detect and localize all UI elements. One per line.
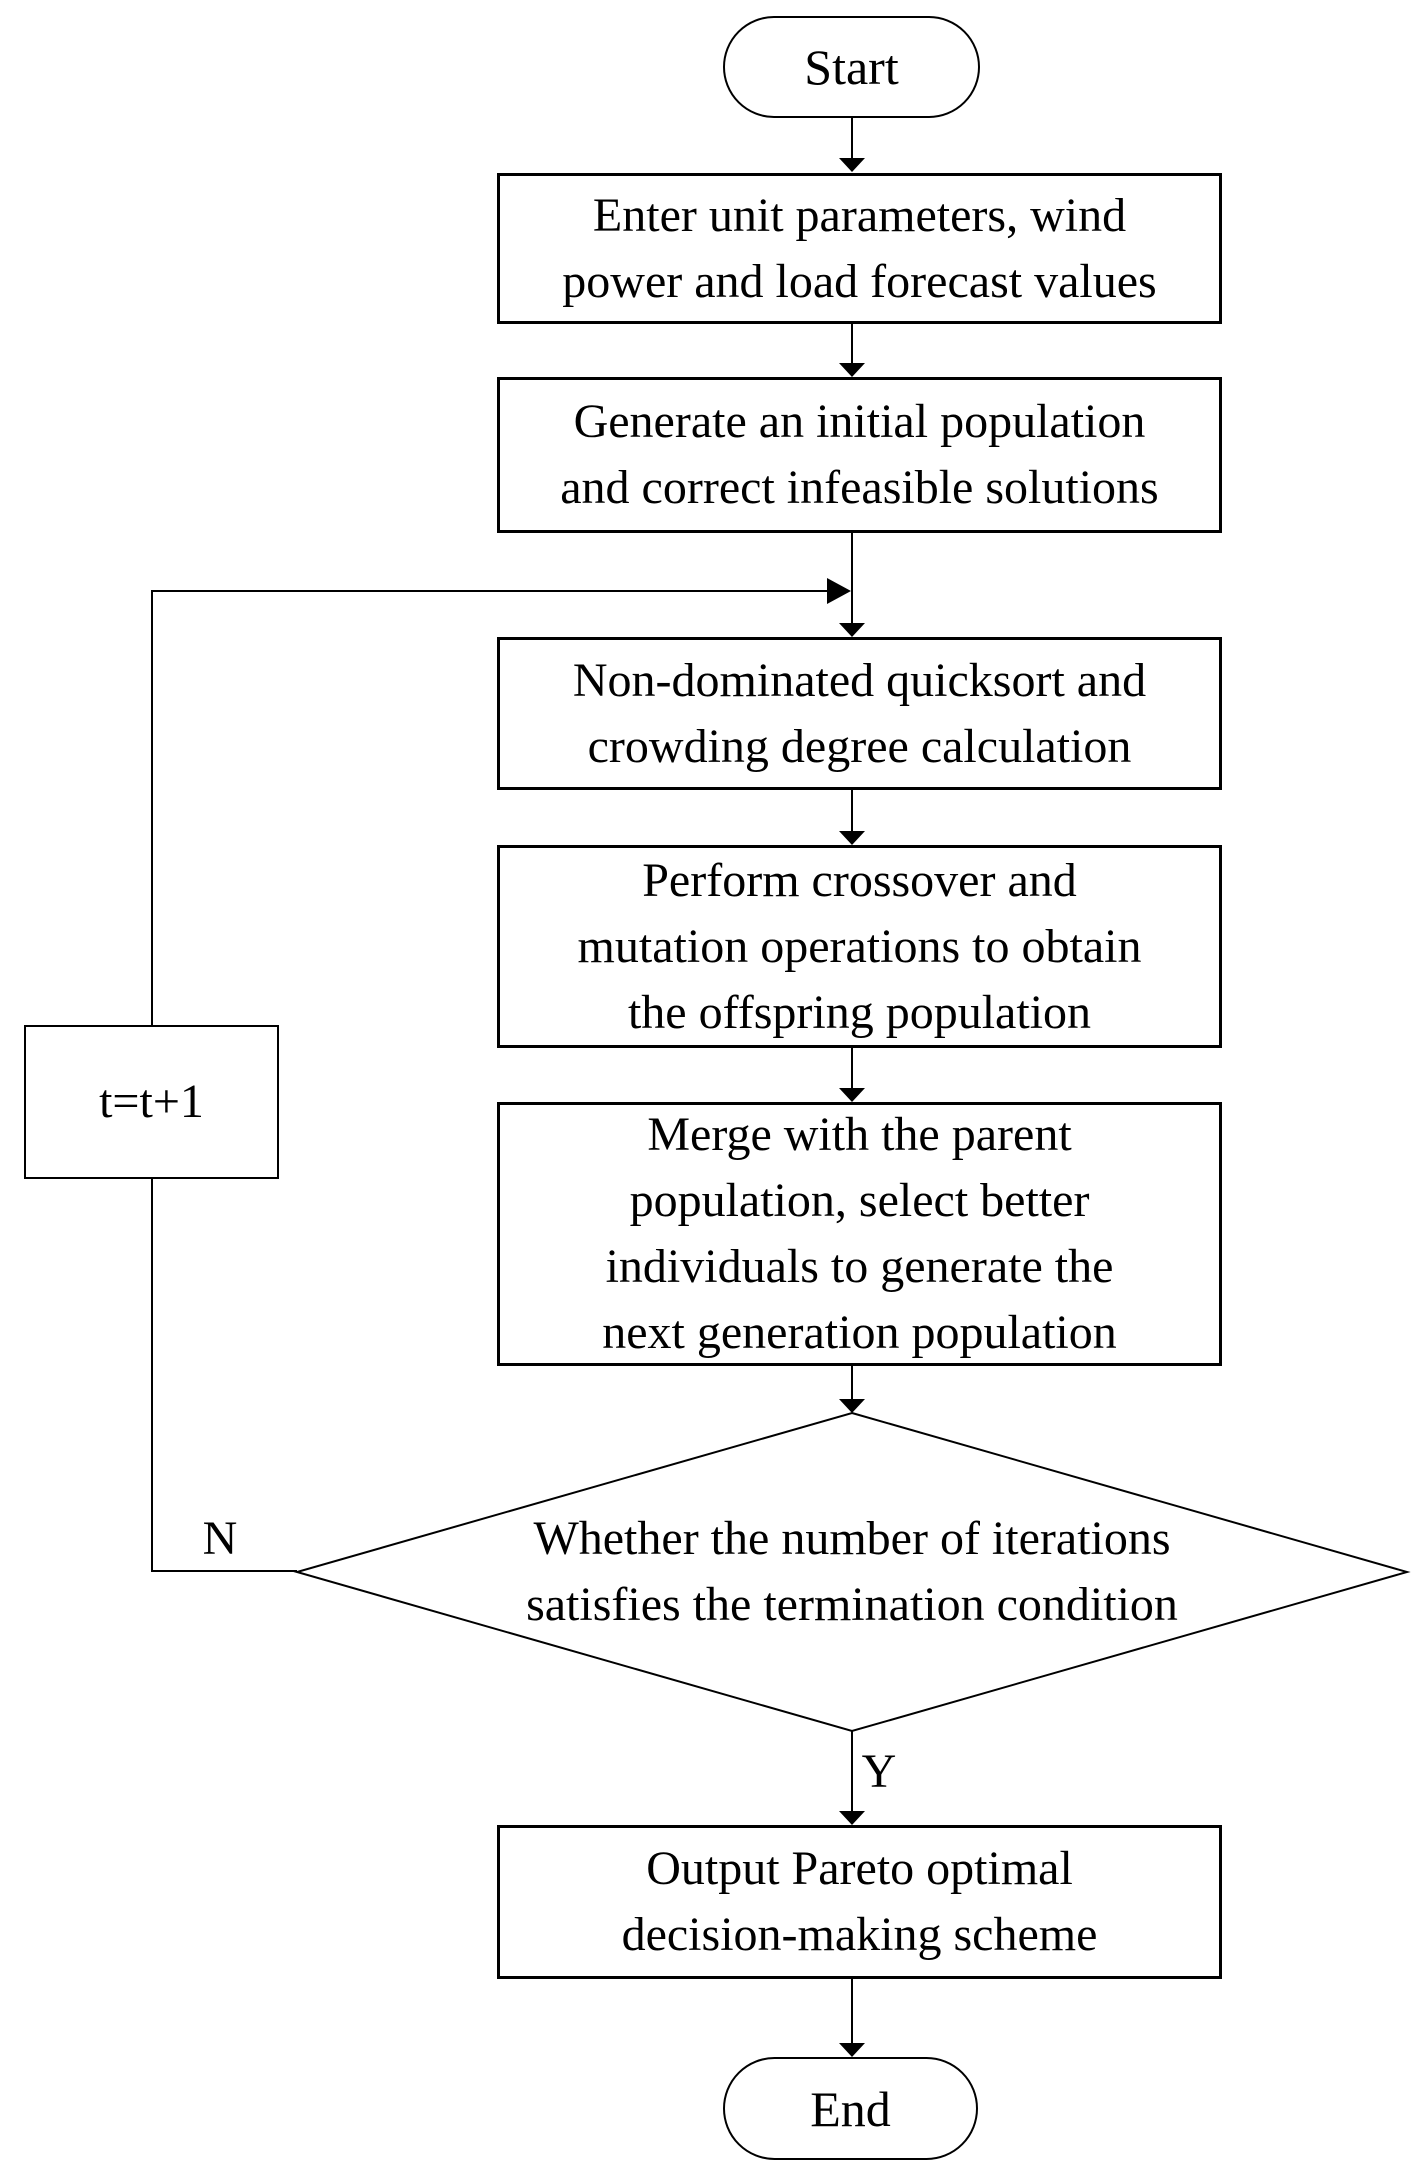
process-enter-parameters-label: Enter unit parameters, wind power and lo… — [562, 188, 1157, 308]
arrowhead-generate — [839, 363, 865, 377]
arrowhead-output — [839, 1811, 865, 1825]
process-merge-select: Merge with the parent population, select… — [497, 1102, 1222, 1366]
arrowhead-loop-junction — [827, 578, 851, 604]
branch-label-yes: Y — [849, 1741, 909, 1801]
end-node: End — [723, 2057, 978, 2160]
branch-label-yes-text: Y — [861, 1744, 897, 1798]
process-merge-select-label: Merge with the parent population, select… — [602, 1108, 1117, 1359]
process-generate-population: Generate an initial population and corre… — [497, 377, 1222, 533]
branch-label-no: N — [190, 1508, 250, 1568]
process-increment-iteration-label: t=t+1 — [99, 1075, 204, 1128]
process-increment-iteration: t=t+1 — [24, 1025, 279, 1179]
arrowhead-decision — [839, 1399, 865, 1413]
start-label: Start — [804, 39, 899, 95]
process-output-pareto-label: Output Pareto optimal decision-making sc… — [621, 1842, 1098, 1961]
decision-termination-text: Whether the number of iterations satisfi… — [526, 1512, 1178, 1631]
process-output-pareto: Output Pareto optimal decision-making sc… — [497, 1825, 1222, 1979]
process-nondominated-sort: Non-dominated quicksort and crowding deg… — [497, 637, 1222, 790]
branch-label-no-text: N — [202, 1511, 238, 1565]
process-crossover-mutation: Perform crossover and mutation operation… — [497, 845, 1222, 1048]
process-crossover-mutation-label: Perform crossover and mutation operation… — [577, 853, 1142, 1039]
end-label: End — [810, 2080, 891, 2137]
process-nondominated-sort-label: Non-dominated quicksort and crowding deg… — [572, 653, 1147, 773]
process-enter-parameters: Enter unit parameters, wind power and lo… — [497, 173, 1222, 324]
arrowhead-merge — [839, 1088, 865, 1102]
start-node: Start — [723, 16, 980, 118]
process-generate-population-label: Generate an initial population and corre… — [560, 395, 1159, 514]
arrowhead-end — [839, 2043, 865, 2057]
arrowhead-crossover — [839, 831, 865, 845]
arrowhead-enter — [839, 158, 865, 172]
arrowhead-sort — [839, 623, 865, 637]
decision-termination-label: Whether the number of iterations satisfi… — [352, 1504, 1352, 1640]
